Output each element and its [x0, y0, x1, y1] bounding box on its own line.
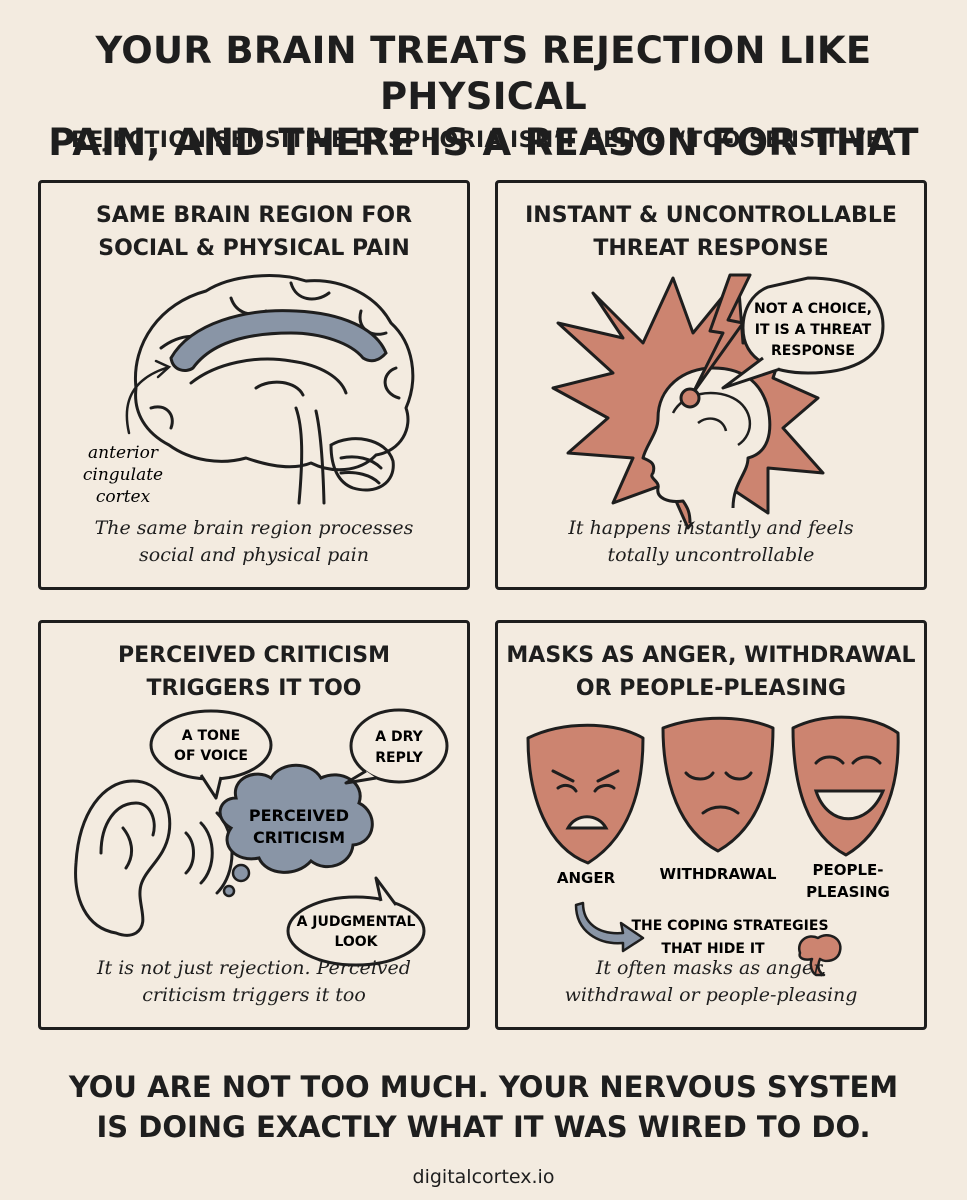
sound-wave	[184, 831, 195, 875]
threat-illustration: NOT A CHOICE, IT IS A THREAT RESPONSE	[551, 273, 885, 530]
bubble-line: LOOK	[334, 934, 378, 950]
panel-caption: It happens instantly and feels totally u…	[568, 517, 854, 566]
brain-illustration: anterior cingulate cortex	[83, 274, 415, 507]
anger-mask	[526, 723, 645, 865]
region-label-line: anterior	[88, 443, 159, 463]
site-credit: digitalcortex.io	[412, 1166, 555, 1188]
pointer-arrow	[125, 366, 168, 435]
footer-message: YOU ARE NOT TOO MUCH. YOUR NERVOUS SYSTE…	[68, 1070, 899, 1144]
bubble-line: OF VOICE	[174, 748, 248, 764]
curved-arrow-icon	[574, 901, 645, 953]
pain-point	[679, 387, 701, 409]
cloud-line: PERCEIVED	[249, 806, 349, 825]
cerebellum	[329, 437, 395, 492]
bubble-line: A DRY	[375, 729, 423, 745]
panel-perceived-criticism: PERCEIVED CRITICISM TRIGGERS IT TOO PERC…	[38, 620, 470, 1030]
panel-title: PERCEIVED CRITICISM TRIGGERS IT TOO	[118, 643, 390, 701]
bubble-line: A JUDGMENTAL	[297, 914, 416, 930]
bubble-line: RESPONSE	[771, 343, 855, 359]
brain-outline	[133, 274, 415, 472]
lightning-bolt-icon	[691, 273, 752, 395]
sound-wave	[199, 821, 214, 885]
panel-caption: It often masks as anger, withdrawal or p…	[564, 957, 858, 1006]
dry-reply-bubble	[349, 708, 449, 784]
tone-bubble	[149, 709, 273, 781]
mask-label: ANGER	[557, 869, 616, 887]
head-profile	[641, 366, 772, 524]
cloud-line: CRITICISM	[253, 828, 345, 847]
criticism-cloud	[218, 763, 374, 874]
speech-bubble	[741, 276, 885, 375]
coping-line: THAT HIDE IT	[661, 941, 765, 957]
coping-line: THE COPING STRATEGIES	[631, 918, 828, 934]
ear-icon	[74, 779, 172, 937]
judgmental-look-bubble	[286, 895, 426, 967]
panel-title: SAME BRAIN REGION FOR SOCIAL & PHYSICAL …	[95, 203, 413, 261]
bubble-line: REPLY	[375, 750, 423, 766]
panel-caption: It is not just rejection. Perceived crit…	[97, 957, 411, 1006]
page-subtitle: REJECTION SENSITIVE DYSPHORIA ISN’T BEIN…	[71, 128, 896, 153]
bubble-line: A TONE	[182, 728, 240, 744]
mask-label: PEOPLE-	[812, 861, 883, 879]
page-title: YOUR BRAIN TREATS REJECTION LIKE PHYSICA…	[48, 29, 919, 164]
criticism-illustration: PERCEIVED CRITICISM A TONE OF VOICE A DR…	[74, 708, 449, 967]
bubble-line: IT IS A THREAT	[755, 322, 872, 338]
panel-brain-region: SAME BRAIN REGION FOR SOCIAL & PHYSICAL …	[38, 180, 470, 590]
people-pleasing-mask	[791, 715, 900, 857]
region-label-line: cingulate	[83, 465, 163, 485]
small-brain-icon	[797, 934, 842, 977]
panel-title: MASKS AS ANGER, WITHDRAWAL OR PEOPLE-PLE…	[506, 643, 916, 701]
masks-illustration: ANGER WITHDRAWAL PEOPLE- PLEASING THE CO…	[526, 715, 900, 977]
region-label-line: cortex	[96, 487, 151, 507]
panel-title: INSTANT & UNCONTROLLABLE THREAT RESPONSE	[525, 203, 897, 261]
mask-label: WITHDRAWAL	[660, 865, 777, 883]
bubble-line: NOT A CHOICE,	[754, 301, 872, 317]
panel-caption: The same brain region processes social a…	[94, 517, 414, 566]
panel-masks: MASKS AS ANGER, WITHDRAWAL OR PEOPLE-PLE…	[495, 620, 927, 1030]
mask-label: PLEASING	[806, 883, 890, 901]
anterior-cingulate-highlight	[169, 309, 388, 372]
withdrawal-mask	[661, 716, 775, 853]
panel-threat-response: INSTANT & UNCONTROLLABLE THREAT RESPONSE…	[495, 180, 927, 590]
